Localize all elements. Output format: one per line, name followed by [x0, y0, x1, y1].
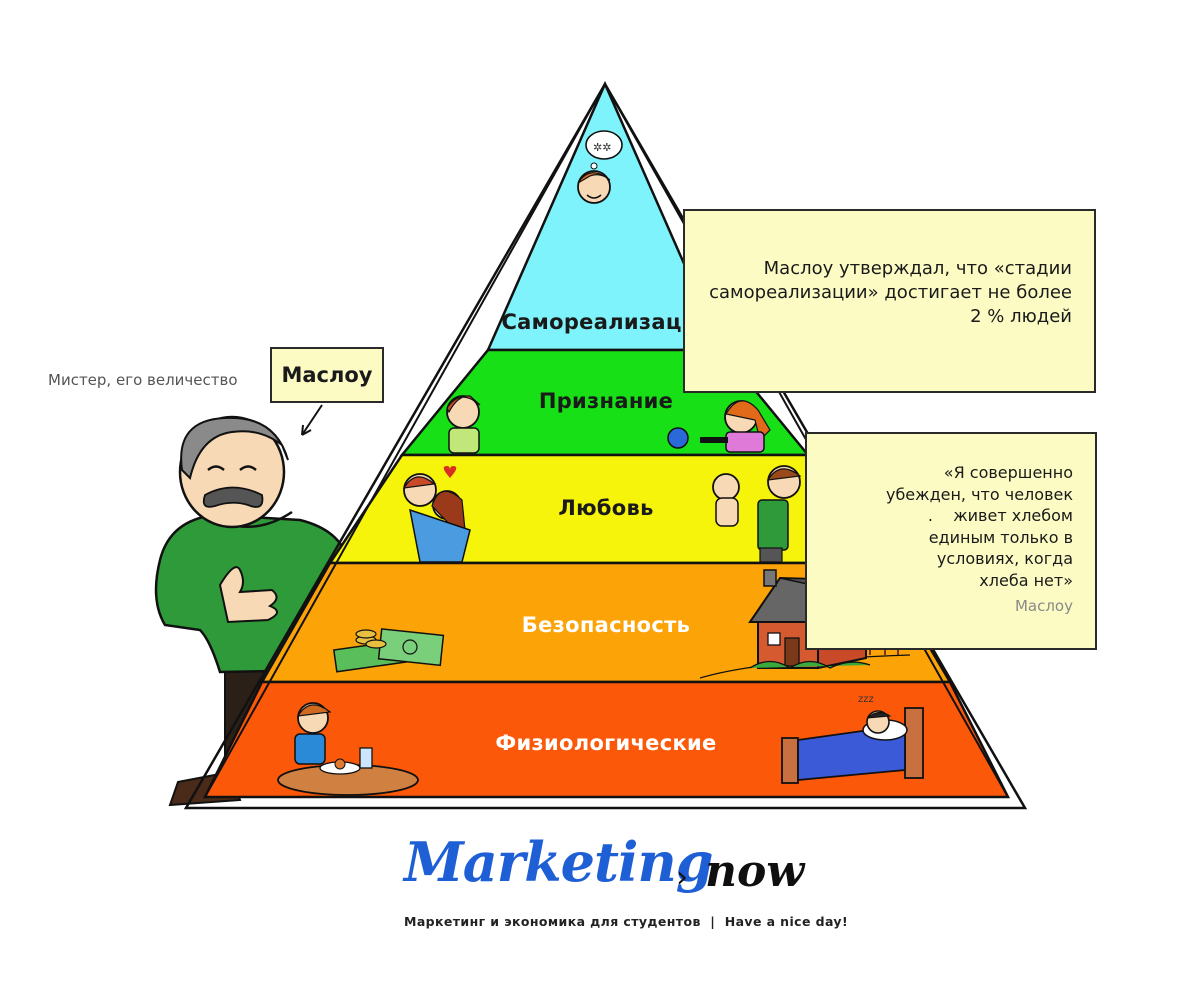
brand-logo-marketing: Marketing: [404, 830, 713, 894]
brand-logo-now: now: [705, 846, 805, 897]
level-label-love: Любовь: [558, 496, 654, 520]
sleeping-person-icon: zzz: [781, 694, 924, 784]
recognition-illustration: [446, 395, 771, 454]
quote-line: единым только в: [928, 527, 1073, 547]
thinking-boy-illustration: ✲✲: [577, 130, 623, 204]
character-hair: [180, 416, 289, 480]
level-label-selfactualization: Самореализация: [501, 310, 711, 334]
note-quote: «Я совершенно убежден, что человек . жив…: [805, 432, 1097, 650]
quote-line: хлеба нет»: [979, 570, 1073, 590]
quote-line: убежден, что человек: [885, 484, 1073, 504]
quote-line: «Я совершенно: [943, 463, 1073, 482]
quote-line: условиях, когда: [936, 549, 1073, 568]
character-name: Маслоу: [281, 363, 373, 387]
thumbs-up-hand: [218, 566, 278, 624]
physiological-illustration: zzz: [277, 694, 924, 796]
love-illustration: [402, 465, 802, 563]
quote-author: Маслоу: [1014, 597, 1073, 615]
character-mustache: [202, 486, 264, 508]
level-label-recognition: Признание: [538, 389, 674, 413]
medal-icon: [667, 427, 689, 449]
pointer-arrow: [301, 404, 323, 436]
brand-tagline: Маркетинг и экономика для студентов | Ha…: [404, 914, 849, 929]
level-label-physiological: Физиологические: [495, 731, 717, 755]
level-label-safety: Безопасность: [521, 613, 691, 637]
note-self-actualization: Маслоу утверждал, что «стадии самореализ…: [683, 209, 1096, 393]
character-title: Мистер, его величество: [48, 371, 238, 389]
money-icon: [332, 628, 445, 673]
brand-separator-icon: ›: [676, 860, 688, 895]
eating-boy-icon: [277, 702, 419, 796]
character-name-box: Маслоу: [270, 347, 384, 403]
quote-line: . живет хлебом: [927, 506, 1073, 525]
svg-text:zzz: zzz: [858, 694, 874, 705]
heart-icon: [443, 466, 457, 478]
svg-text:✲✲: ✲✲: [593, 141, 611, 154]
note-top-text: Маслоу утверждал, что «стадии самореализ…: [709, 258, 1072, 327]
